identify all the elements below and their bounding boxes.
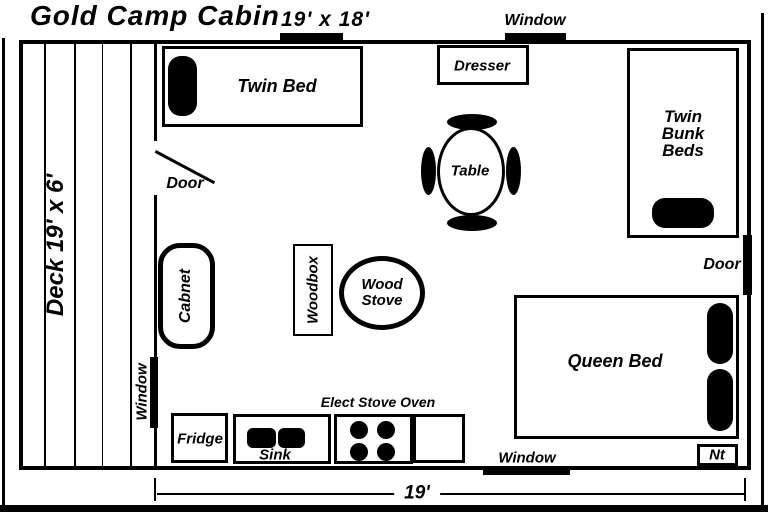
queen-bed-pillow	[707, 369, 733, 431]
window-bar-left	[150, 357, 158, 428]
dresser-label: Dresser	[454, 57, 510, 75]
chair-left	[421, 147, 436, 195]
wood-stove-line1: Wood	[361, 276, 403, 293]
twin-bunk-beds-pillow	[652, 198, 714, 228]
fridge	[171, 413, 228, 463]
deck-plank-line	[102, 44, 103, 466]
deck-plank-line	[130, 44, 132, 466]
dimension-line	[157, 493, 745, 495]
window-bar-bottom	[483, 466, 570, 475]
night-table-label: Nt	[709, 446, 725, 464]
twin-bed-pillow	[168, 56, 197, 116]
deck-label: Deck 19' x 6'	[42, 173, 69, 317]
woodbox	[293, 244, 333, 336]
window-bar-top-unlabeled	[280, 33, 343, 42]
woodbox-label: Woodbox	[304, 255, 322, 325]
stove-label: Elect Stove Oven	[320, 394, 436, 410]
window-top-label: Window	[504, 12, 566, 29]
cabinet	[158, 243, 215, 349]
sink-basin	[247, 428, 276, 448]
chair-bottom	[447, 215, 497, 231]
cabinet-label: Cabnet	[177, 268, 194, 324]
window-left-label: Window	[133, 363, 151, 421]
door-left-label: Door	[166, 175, 204, 192]
queen-bed-pillow	[707, 303, 733, 364]
table	[437, 127, 505, 216]
wood-stove	[339, 256, 425, 330]
stove-burner	[350, 443, 368, 461]
wood-stove-label: Wood Stove	[361, 277, 402, 309]
frame-left-border	[2, 38, 5, 512]
cabin-west-wall-lower	[154, 195, 157, 466]
deck-plank-line	[44, 44, 46, 466]
dimension-label: 19'	[394, 481, 440, 505]
door-bar-right	[743, 235, 752, 295]
queen-bed	[514, 295, 739, 439]
twin-bed-label: Twin Bed	[237, 76, 317, 96]
window-bottom-label: Window	[498, 449, 556, 467]
sink-basin	[278, 428, 305, 448]
twin-bunk-beds-label: Twin Bunk Beds	[630, 108, 736, 159]
wood-stove-line2: Stove	[361, 292, 403, 309]
table-label: Table	[450, 162, 490, 180]
window-bar-top	[505, 33, 566, 42]
chair-right	[506, 147, 521, 195]
twin-bunk-beds-line1: Twin	[663, 107, 703, 126]
deck-plank-line	[74, 44, 76, 466]
stove	[334, 414, 413, 464]
frame-bottom-border	[0, 505, 768, 512]
stove-burner	[377, 421, 395, 439]
sink-label: Sink	[259, 446, 291, 464]
night-table	[697, 444, 738, 466]
kitchen-counter	[413, 414, 465, 463]
frame-right-border	[761, 13, 764, 512]
page-title-size: 19' x 18'	[281, 8, 371, 31]
twin-bunk-beds-line2: Bunk	[661, 124, 705, 143]
page-title: Gold Camp Cabin	[30, 0, 280, 31]
fridge-label: Fridge	[177, 430, 223, 448]
cabin-west-wall-upper	[154, 44, 157, 141]
stove-burner	[350, 421, 368, 439]
dimension-tick-left	[154, 478, 156, 501]
queen-bed-label: Queen Bed	[567, 351, 663, 371]
dresser	[437, 45, 529, 85]
twin-bunk-beds-line3: Beds	[662, 141, 704, 160]
door-right-label: Door	[703, 256, 741, 273]
dimension-tick-right	[744, 478, 746, 501]
stove-burner	[377, 443, 395, 461]
chair-top	[447, 114, 497, 130]
